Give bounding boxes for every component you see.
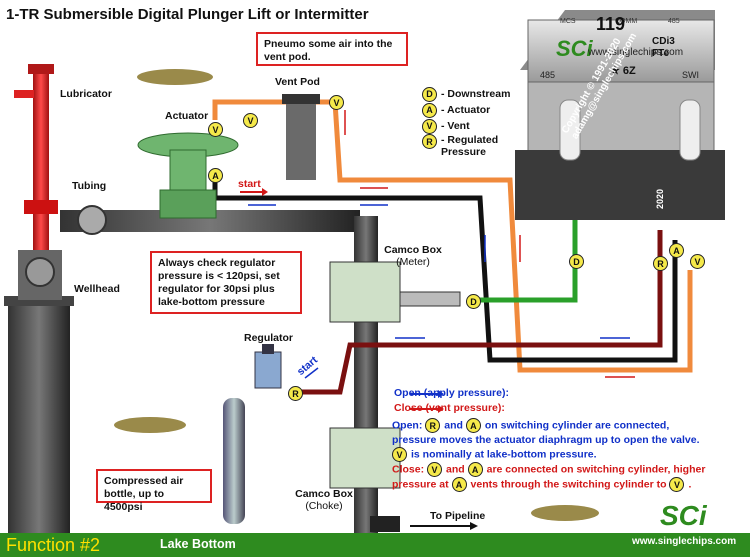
legend-item: R- Regulated Pressure xyxy=(422,134,532,162)
controller-model-1: CDi3 xyxy=(652,36,675,47)
regulated-line xyxy=(295,230,663,395)
label-actuator: Actuator xyxy=(165,110,209,122)
note-pneumo: Pneumo some air into the vent pod. xyxy=(256,32,408,66)
controller-top-mid: COMM xyxy=(615,18,638,25)
controller-center-code: ★ 6Z xyxy=(610,65,636,77)
diagram-title: 1-TR Submersible Digital Plunger Lift or… xyxy=(6,6,369,23)
well-casing xyxy=(8,300,70,533)
footer-url: www.singlechips.com xyxy=(632,536,737,547)
footer-brand-logo: SCi xyxy=(660,500,707,531)
label-vent-pod: Vent Pod xyxy=(275,76,320,88)
regulator-body xyxy=(254,351,282,389)
badge-a-controller: A xyxy=(669,243,684,258)
legend-item: A- Actuator xyxy=(422,102,532,118)
label-to-pipeline: To Pipeline xyxy=(430,510,486,522)
meter-sensor xyxy=(399,291,461,307)
arrow-blue xyxy=(304,367,319,379)
pipeline-arrow-head xyxy=(470,522,478,530)
badge-a-actuator: A xyxy=(208,168,223,183)
badge-r-controller: R xyxy=(653,256,668,271)
badge-v-line: V xyxy=(243,113,258,128)
lake-bottom-band xyxy=(0,533,750,557)
vent-pod-cap xyxy=(282,94,320,104)
vent-line xyxy=(212,99,693,373)
lubricator-pipe xyxy=(33,70,49,250)
legend-item: V- Vent xyxy=(422,118,532,134)
label-start-top: start xyxy=(238,178,261,190)
controller-top-right: 485 xyxy=(668,18,680,25)
controller-base xyxy=(515,150,725,220)
label-wellhead: Wellhead xyxy=(74,283,120,295)
controller-face xyxy=(527,19,715,83)
controller-brand: SCi xyxy=(556,36,593,61)
label-regulator: Regulator xyxy=(244,332,294,344)
pipeline-outlet xyxy=(370,516,400,532)
lubricator-arm xyxy=(14,90,34,98)
badge-v-actuator: V xyxy=(208,122,223,137)
badge-v-controller: V xyxy=(690,254,705,269)
legend-close-arrow-head xyxy=(438,405,444,413)
air-bottle xyxy=(223,398,245,524)
lubricator-cap xyxy=(28,64,54,74)
label-tubing: Tubing xyxy=(72,180,107,192)
lubricator-catcher xyxy=(24,200,58,214)
label-camco-choke: Camco Box(Choke) xyxy=(295,488,353,512)
actuator-valve xyxy=(159,189,217,219)
camco-box-meter xyxy=(329,261,401,323)
note-regulator-check: Always check regulator pressure is < 120… xyxy=(150,251,302,314)
function-label: Function #2 xyxy=(6,535,101,555)
controller-url: www.singlechips.com xyxy=(588,47,684,58)
fish-icon xyxy=(137,69,213,85)
wellhead-wheel xyxy=(25,257,55,287)
connector-left xyxy=(559,99,581,161)
badge-v-pod: V xyxy=(329,95,344,110)
legend-open: Open (apply pressure): xyxy=(394,387,509,399)
note-bottle: Compressed air bottle, up to 4500psi xyxy=(96,469,212,513)
controller-left-code: 485 xyxy=(540,70,556,80)
start-arrow-head xyxy=(262,188,268,196)
legend-open-arrow-head xyxy=(438,390,444,398)
legend-item: D- Downstream xyxy=(422,86,532,102)
badge-d-meter: D xyxy=(466,294,481,309)
legend-close: Close (vent pressure): xyxy=(394,402,505,414)
controller-top-left: MCS xyxy=(560,18,576,25)
casing-flange xyxy=(4,296,74,306)
tubing-valve xyxy=(77,205,107,235)
fish-icon xyxy=(531,505,599,521)
label-lubricator: Lubricator xyxy=(60,88,112,100)
fish-icon xyxy=(114,417,186,433)
controller-number: 119 xyxy=(596,14,626,34)
regulator-knob xyxy=(262,344,274,354)
controller-model-2: FTe xyxy=(652,48,670,59)
controller-year: 2020 xyxy=(655,188,666,210)
vent-pod-body xyxy=(286,100,316,180)
badge-r-regulator: R xyxy=(288,386,303,401)
camco-box-choke xyxy=(329,427,401,489)
code-legend: D- Downstream A- Actuator V- Vent R- Reg… xyxy=(422,86,532,162)
connector-right xyxy=(679,99,701,161)
controller-right-code: SWI xyxy=(682,70,699,80)
tubing-pipe xyxy=(60,210,360,232)
badge-d-controller: D xyxy=(569,254,584,269)
actuator-yoke xyxy=(169,149,207,191)
lake-bottom-label: Lake Bottom xyxy=(160,537,236,551)
label-camco-meter: Camco Box(Meter) xyxy=(384,244,442,268)
